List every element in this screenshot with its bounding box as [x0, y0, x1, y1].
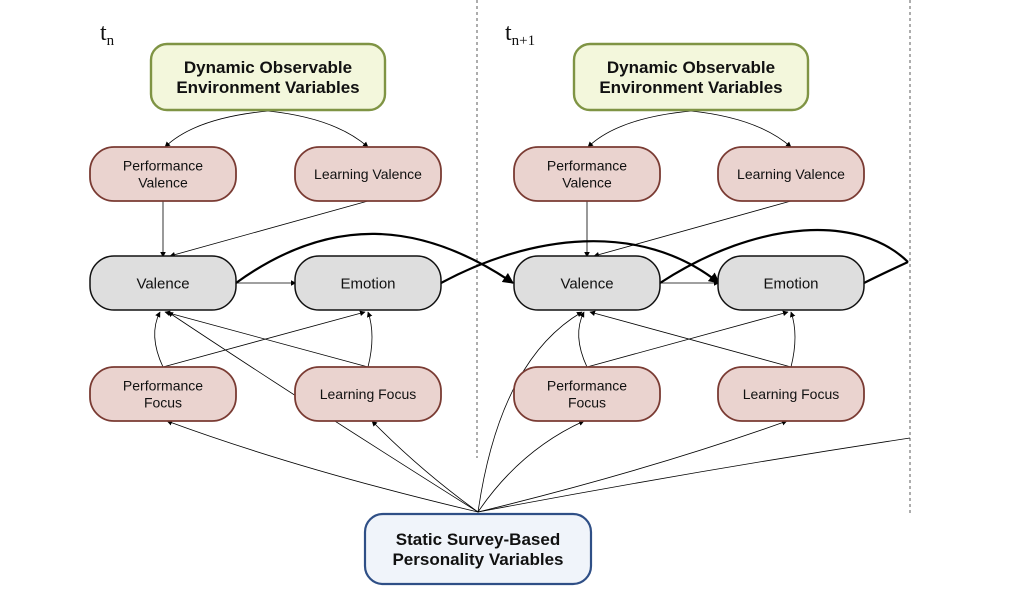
edge-env-to-perf-valence	[164, 110, 269, 148]
node-box	[513, 255, 661, 311]
node-label: Performance	[123, 378, 203, 394]
edge-personality-to-learn-focus-1	[371, 420, 479, 513]
node-label: Environment Variables	[599, 78, 782, 97]
node-learn-valence-2: Learning Valence	[717, 146, 865, 202]
node-box	[89, 366, 237, 422]
edge-learn-valence-to-valence	[593, 200, 792, 258]
node-label: Valence	[136, 275, 189, 292]
node-box	[717, 146, 865, 202]
node-emotion-1: Emotion	[294, 255, 442, 311]
node-label: Focus	[144, 394, 182, 410]
node-label: Learning Valence	[737, 166, 845, 182]
edge-valence-2-to-next	[659, 229, 909, 284]
node-box	[717, 255, 865, 311]
edge-learn-focus-to-valence	[589, 310, 792, 368]
node-box	[294, 146, 442, 202]
edge-env-to-perf-valence	[587, 110, 692, 148]
node-label: Valence	[138, 174, 188, 190]
edge-learn-focus-to-valence	[164, 310, 369, 368]
edge-emotion-1-to-emotion-2	[440, 240, 720, 284]
node-label: Static Survey-Based	[396, 530, 560, 549]
edge-learn-focus-to-emotion	[790, 311, 796, 368]
time-label-tn1: tn+1	[505, 20, 535, 49]
node-label: Dynamic Observable	[607, 58, 775, 77]
node-box	[149, 42, 387, 112]
node-box	[294, 255, 442, 311]
node-box	[363, 512, 593, 586]
edge-perf-focus-to-valence	[578, 311, 588, 368]
node-label: Valence	[562, 174, 612, 190]
node-box	[294, 366, 442, 422]
node-label: Learning Focus	[743, 386, 840, 402]
node-label: Valence	[560, 275, 613, 292]
edge-perf-focus-to-valence	[154, 311, 164, 368]
node-box	[513, 366, 661, 422]
node-label: Learning Focus	[320, 386, 417, 402]
edge-env-to-learn-valence	[690, 110, 792, 148]
node-label: Performance	[123, 158, 203, 174]
edge-env-to-learn-valence	[267, 110, 369, 148]
edge-perf-focus-to-emotion	[162, 310, 366, 368]
edge-perf-focus-to-emotion	[586, 310, 789, 368]
edge-valence-1-to-valence-2	[235, 232, 514, 284]
node-label: Performance	[547, 158, 627, 174]
edge-personality-to-learn-focus-2	[477, 420, 788, 513]
edge-personality-to-next-slice	[477, 437, 911, 513]
edge-personality-to-perf-focus-1	[166, 420, 479, 513]
edge-emotion-2-to-next	[863, 261, 909, 284]
node-emotion-2: Emotion	[717, 255, 865, 311]
node-label: Focus	[568, 394, 606, 410]
node-learn-valence-1: Learning Valence	[294, 146, 442, 202]
node-box	[717, 366, 865, 422]
node-label: Environment Variables	[176, 78, 359, 97]
node-label: Learning Valence	[314, 166, 422, 182]
node-learn-focus-2: Learning Focus	[717, 366, 865, 422]
node-learn-focus-1: Learning Focus	[294, 366, 442, 422]
node-valence-1: Valence	[89, 255, 237, 311]
node-box	[572, 42, 810, 112]
edge-learn-valence-to-valence	[169, 200, 369, 258]
time-label-tn: tn	[100, 20, 115, 49]
node-box	[513, 146, 661, 202]
node-label: Performance	[547, 378, 627, 394]
node-box	[89, 255, 237, 311]
node-label: Emotion	[763, 275, 818, 292]
node-valence-2: Valence	[513, 255, 661, 311]
edges	[154, 110, 911, 513]
edge-learn-focus-to-emotion	[367, 311, 373, 368]
edge-personality-to-perf-focus-2	[477, 420, 585, 513]
node-label: Emotion	[340, 275, 395, 292]
node-label: Dynamic Observable	[184, 58, 352, 77]
node-box	[89, 146, 237, 202]
node-label: Personality Variables	[392, 550, 563, 569]
